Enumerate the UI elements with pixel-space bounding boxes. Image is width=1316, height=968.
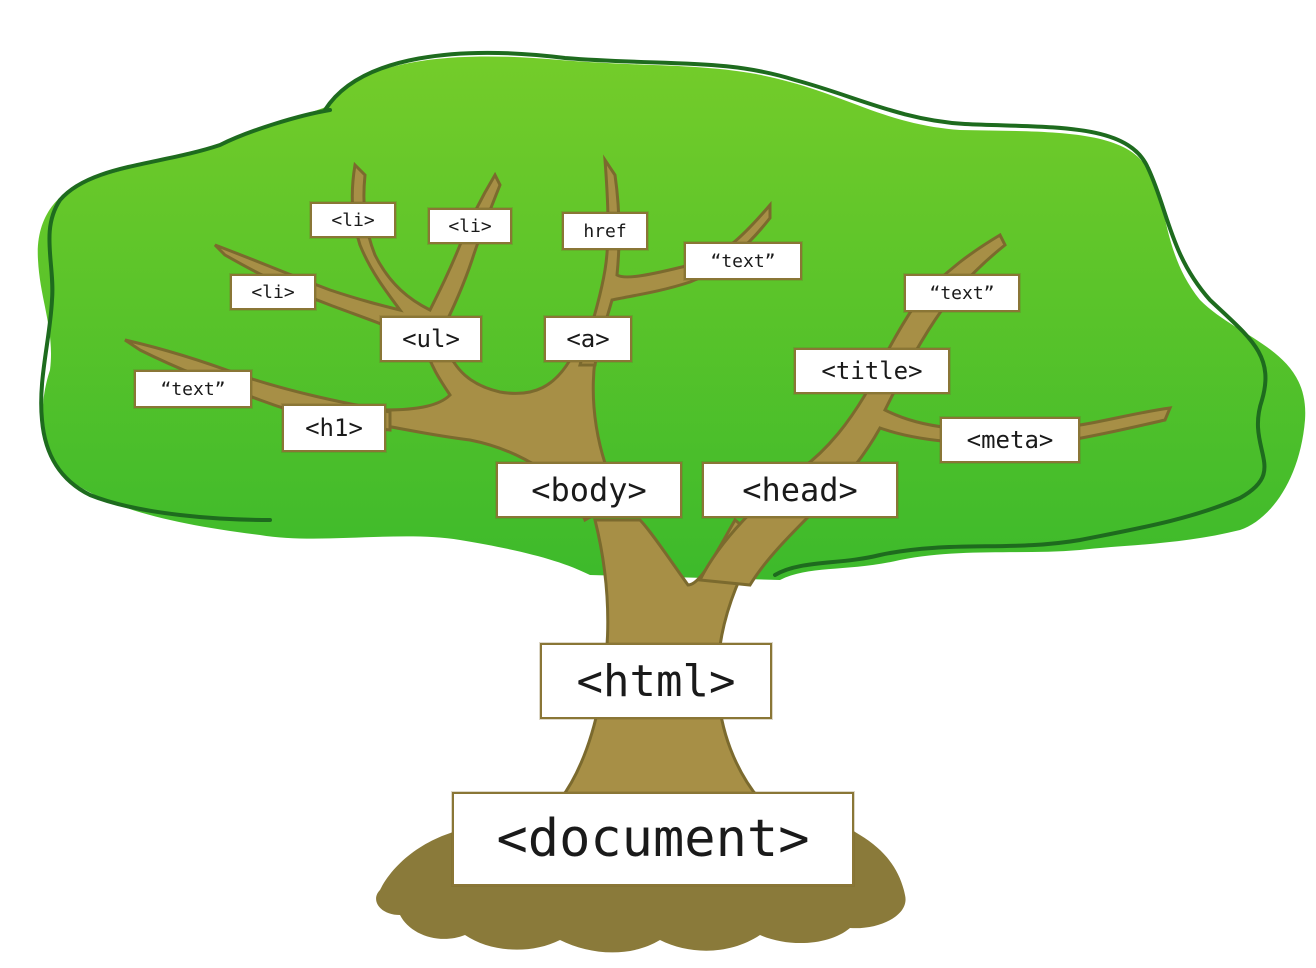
node-body: <body> bbox=[496, 462, 682, 518]
node-title-text: “text” bbox=[904, 274, 1020, 312]
canopy-outline bbox=[323, 50, 1268, 577]
node-a: <a> bbox=[544, 316, 632, 362]
node-a-text: “text” bbox=[684, 242, 802, 280]
node-meta: <meta> bbox=[940, 417, 1080, 463]
node-ul: <ul> bbox=[380, 316, 482, 362]
node-li-1: <li> bbox=[230, 274, 316, 310]
node-li-2: <li> bbox=[310, 202, 396, 238]
node-document: <document> bbox=[452, 792, 854, 886]
node-html: <html> bbox=[540, 643, 772, 719]
node-href: href bbox=[562, 212, 648, 250]
canopy-outline-left bbox=[39, 108, 332, 522]
node-h1-text: “text” bbox=[134, 370, 252, 408]
node-title: <title> bbox=[794, 348, 950, 394]
branch-ul bbox=[213, 161, 502, 347]
node-h1: <h1> bbox=[282, 404, 386, 452]
node-li-3: <li> bbox=[428, 208, 512, 244]
node-head: <head> bbox=[702, 462, 898, 518]
